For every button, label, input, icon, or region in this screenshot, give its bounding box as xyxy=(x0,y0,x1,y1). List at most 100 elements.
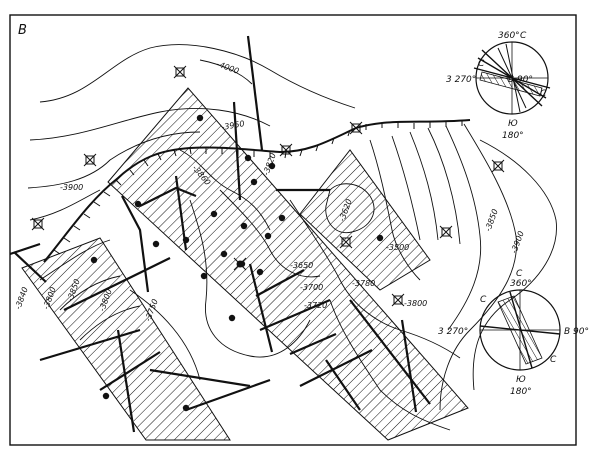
fault-line xyxy=(248,263,274,353)
well-marker xyxy=(152,240,160,248)
well-marker xyxy=(264,232,272,240)
rose-south-letter: Ю xyxy=(516,375,526,385)
contour-line xyxy=(439,123,517,411)
producing-well-icon xyxy=(233,257,247,271)
contour-line xyxy=(129,289,201,381)
rose-north-deg: 360° xyxy=(510,279,532,289)
rose-south-deg: 180° xyxy=(502,131,524,141)
contour-label: -3950 xyxy=(221,119,245,132)
contour-line xyxy=(472,139,557,391)
contour-line xyxy=(391,135,421,241)
dry-well-icon xyxy=(339,235,353,249)
well-marker xyxy=(220,250,228,258)
contour-line xyxy=(59,275,121,311)
map-frame xyxy=(9,14,577,446)
rose-diagram-bottom: 360° С 3 270° В 90° С С Ю 180° xyxy=(438,269,589,397)
fault-line xyxy=(99,351,161,391)
well-marker xyxy=(196,114,204,122)
wells xyxy=(90,114,384,412)
fault-line xyxy=(259,298,331,332)
rose-north-deg: 360° xyxy=(498,31,520,41)
faults xyxy=(9,35,431,433)
producing-wells xyxy=(184,238,247,271)
well-marker xyxy=(376,234,384,242)
contour-line xyxy=(199,59,253,85)
contour-lines xyxy=(27,44,557,431)
fault-line xyxy=(289,332,337,356)
thrust-teeth xyxy=(53,120,463,255)
rose-west: 3 270° xyxy=(438,327,468,337)
contour-line xyxy=(179,149,271,231)
rose-c-left: С xyxy=(480,295,487,305)
hatched-zone-right xyxy=(299,149,431,291)
rose-north-letter: С xyxy=(520,31,527,41)
hatched-zones xyxy=(21,87,469,441)
rose-c-right: С xyxy=(540,89,547,99)
fault-line xyxy=(185,378,271,412)
fault-line xyxy=(149,368,251,388)
contour-label: -3500 xyxy=(386,243,409,252)
hatched-zone-left xyxy=(21,237,231,441)
contour-label: -3650 xyxy=(290,261,313,270)
dry-well-icon xyxy=(83,153,97,167)
fault-line xyxy=(255,269,305,297)
contour-label: -4000 xyxy=(215,59,240,75)
well-marker xyxy=(268,162,276,170)
rose-south-letter: Ю xyxy=(508,119,518,129)
fault-line xyxy=(13,251,47,283)
fault-line xyxy=(349,299,431,405)
fault-line xyxy=(325,359,361,411)
contour-line xyxy=(79,305,141,341)
dry-well-icon xyxy=(349,121,363,135)
contour-label: -3820 xyxy=(261,152,277,177)
contour-line xyxy=(29,108,271,141)
contour-line xyxy=(29,189,101,221)
well-marker xyxy=(102,392,110,400)
contour-line xyxy=(189,199,311,358)
contour-label: -3840 xyxy=(13,286,29,311)
contour-line xyxy=(329,299,451,431)
rose-diagram-top: 360° С 3 270° В 90° С С Ю 180° xyxy=(446,31,551,141)
fault-line xyxy=(63,257,171,311)
well-marker xyxy=(210,210,218,218)
dry-well-icon xyxy=(173,65,187,79)
well-marker xyxy=(200,272,208,280)
fault-line xyxy=(39,328,141,362)
producing-well-icon xyxy=(184,238,188,242)
fault-line xyxy=(299,349,373,387)
contour-line xyxy=(289,199,461,359)
contour-label: -3900 xyxy=(60,183,83,192)
fault-line xyxy=(400,319,418,413)
contour-label: -3800 xyxy=(404,299,427,308)
thrust-line-path xyxy=(43,119,471,263)
well-marker xyxy=(250,178,258,186)
contour-label: -3700 xyxy=(300,283,323,292)
fault-line xyxy=(232,101,242,201)
well-marker xyxy=(228,314,236,322)
fault-line xyxy=(121,195,150,293)
dry-well-icon xyxy=(491,159,505,173)
contour-line xyxy=(39,239,111,281)
fault-line xyxy=(116,329,136,433)
well-marker xyxy=(256,268,264,276)
rose-north-letter: С xyxy=(516,269,523,279)
contour-line xyxy=(409,131,439,241)
fault-line xyxy=(246,35,264,151)
rose-east: В 90° xyxy=(508,75,533,85)
contour-label: -3780 xyxy=(352,279,375,288)
rose-south-deg: 180° xyxy=(510,387,532,397)
well-marker xyxy=(134,200,142,208)
contour-label: -3850 xyxy=(483,208,499,233)
dry-wells xyxy=(31,65,505,307)
contour-line xyxy=(325,183,375,234)
well-marker xyxy=(90,256,98,264)
contour-line xyxy=(427,127,461,245)
contour-line xyxy=(445,125,482,331)
hatched-zone-main xyxy=(107,87,469,441)
dry-well-icon xyxy=(31,217,45,231)
rose-c-right: С xyxy=(550,355,557,365)
rose-c-left: С xyxy=(478,59,485,69)
contour-line xyxy=(39,44,356,109)
fault-line xyxy=(139,186,197,207)
